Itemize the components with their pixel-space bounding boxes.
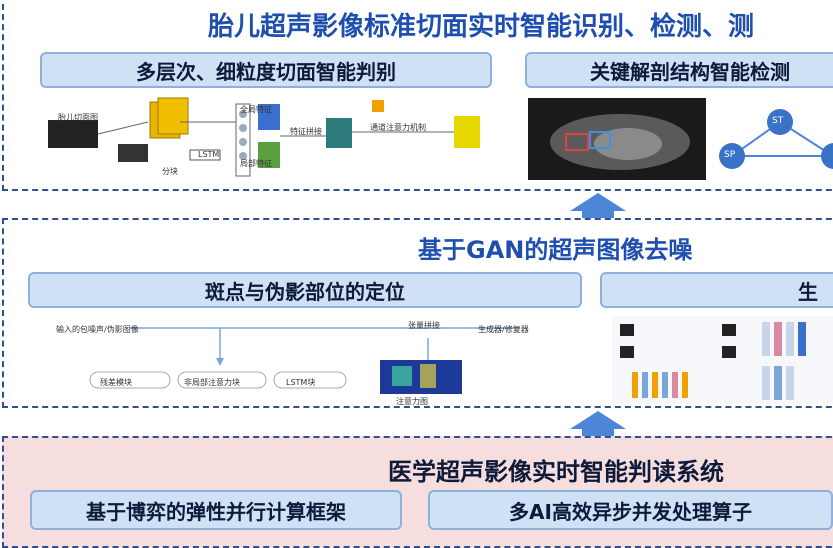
bottom-title: 医学超声影像实时智能判读系统: [388, 458, 724, 486]
mid-output-label: 生成器/修复器: [478, 325, 529, 334]
gan-localization-diagram: [89, 327, 520, 394]
top-title: 胎儿超声影像标准切面实时智能识别、检测、测: [208, 12, 755, 42]
module-1: [89, 371, 171, 389]
patch-thumb: [118, 144, 148, 162]
middle-left-box: 斑点与伪影部位的定位: [28, 272, 582, 308]
mid-input-label: 输入的包噪声/伪影图像: [56, 325, 139, 334]
input-label: 胎儿切面图: [58, 113, 98, 122]
mid-module-2-label: 非局部注意力块: [184, 378, 240, 387]
fused-feature-block: [326, 118, 352, 148]
detection-box-blue: [589, 131, 611, 149]
attention-label: 通道注意力机制: [370, 123, 426, 132]
arrow-up-icon-lower: [570, 411, 626, 429]
fuse-label: 特征拼接: [290, 127, 322, 136]
mid-attention-label: 注意力图: [396, 397, 428, 406]
middle-right-box: 生: [600, 272, 833, 308]
module-2: [177, 371, 267, 389]
bottom-right-box: 多AI高效异步并发处理算子: [428, 490, 833, 530]
graph-node-st-label: ST: [772, 116, 784, 126]
input-ultrasound-thumb: [48, 120, 98, 148]
module-3: [273, 371, 347, 389]
local-feature-block: [258, 142, 280, 168]
output-feature-block: [454, 116, 480, 148]
block-label: 分块: [162, 167, 178, 176]
node-st: [767, 109, 793, 135]
node-third: [821, 143, 833, 169]
cnn-block-2: [157, 97, 189, 135]
graph-node-sp-label: SP: [724, 150, 736, 160]
mid-module-1-label: 残差模块: [100, 378, 132, 387]
local-feature-label: 局部特征: [240, 159, 272, 168]
global-feature-block: [258, 104, 280, 130]
gan-generator-diagram: [612, 316, 833, 404]
mid-concat-label: 张量拼接: [408, 321, 440, 330]
structure-graph: [719, 109, 833, 169]
arrow-stem-lower: [582, 428, 614, 438]
node-sp: [719, 143, 745, 169]
top-right-box: 关键解剖结构智能检测: [525, 52, 833, 88]
mid-module-3-label: LSTM块: [286, 378, 316, 387]
lstm-label: LSTM: [198, 150, 220, 159]
arrow-stem-upper: [582, 210, 614, 220]
lstm-block: [189, 149, 221, 161]
attention-icon: [372, 100, 384, 112]
arrow-up-icon-upper: [570, 193, 626, 211]
global-feature-label: 全局特征: [240, 105, 272, 114]
classification-network-diagram: [48, 97, 480, 177]
ultrasound-detection-image: [528, 98, 706, 180]
detection-box-red: [565, 133, 589, 151]
middle-title: 基于GAN的超声图像去噪: [418, 236, 693, 264]
top-left-box: 多层次、细粒度切面智能判别: [40, 52, 492, 88]
bottom-left-box: 基于博弈的弹性并行计算框架: [30, 490, 402, 530]
